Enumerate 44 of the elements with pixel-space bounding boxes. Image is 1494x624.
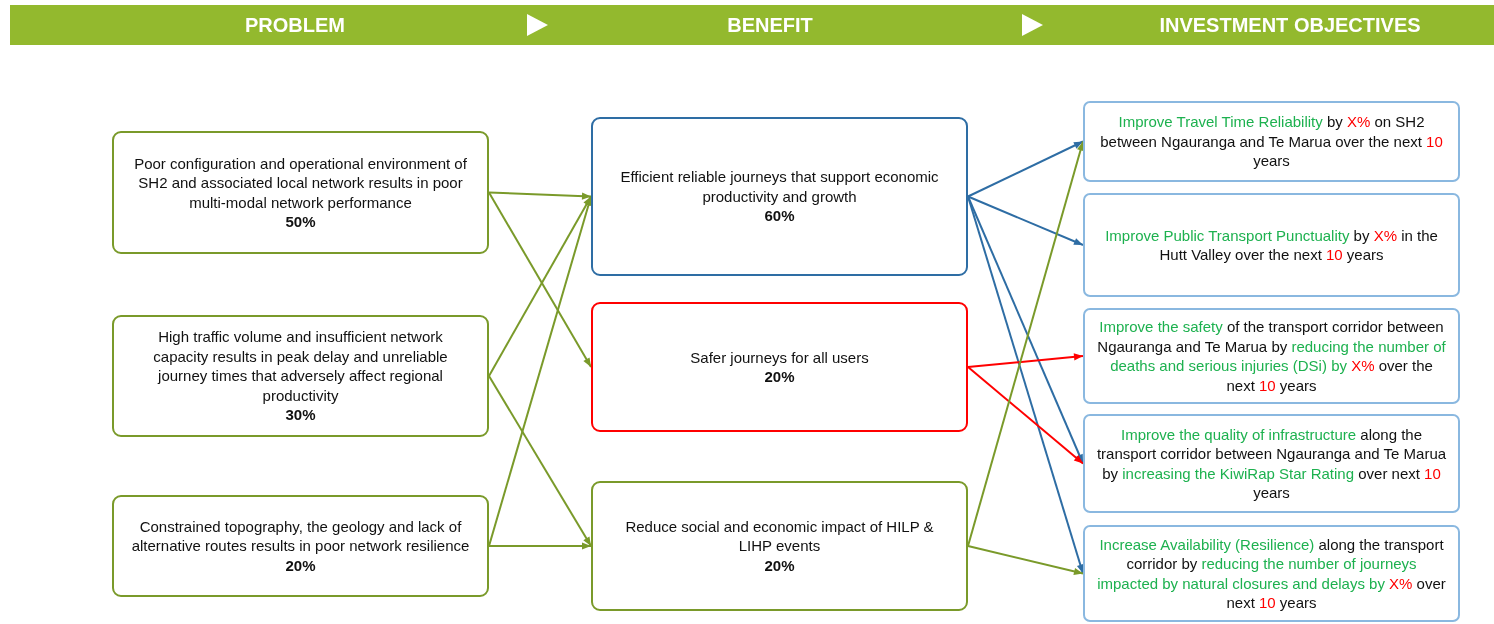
arrow xyxy=(967,366,1084,465)
arrow xyxy=(488,375,592,547)
objective-text: Improve Travel Time Reliability by X% on SH2 between Ngauranga and Te Marua over the next 10 years xyxy=(1099,112,1444,171)
percentage-text: 50% xyxy=(285,212,316,232)
problem-box xyxy=(112,131,489,254)
description-text: Safer journeys for all users xyxy=(690,347,869,367)
arrow xyxy=(967,545,1084,575)
description-text: High traffic volume and insufficient network capacity results in peak delay and unreliable journey times that adversely affect regional productivity xyxy=(152,327,449,406)
benefit-box xyxy=(591,481,968,611)
description-text: Reduce social and economic impact of HILP & LIHP events xyxy=(624,516,935,556)
percentage-text: 20% xyxy=(764,555,795,576)
percentage-text: 20% xyxy=(285,555,316,576)
percentage-text: 30% xyxy=(285,405,316,425)
problem-box xyxy=(112,495,489,597)
arrow xyxy=(967,353,1084,368)
column-heading: BENEFIT xyxy=(727,13,813,38)
percentage-text: 60% xyxy=(764,206,795,226)
objective-text: Improve the quality of infrastructure along the transport corridor between Ngauranga and Te Marua by increasing the KiwiRap Star Rating over next 10 years xyxy=(1095,424,1448,503)
objective-box xyxy=(1083,308,1460,404)
objective-box xyxy=(1083,193,1460,297)
arrow xyxy=(488,195,592,547)
column-heading: PROBLEM xyxy=(245,13,345,38)
arrow xyxy=(488,191,592,200)
percentage-text: 20% xyxy=(764,367,795,387)
benefit-box xyxy=(591,117,968,276)
arrow xyxy=(488,542,592,550)
objective-text: Improve the safety of the transport corridor between Ngauranga and Te Marua by reducing the number of deaths and serious injuries (DSi) by X% over the next 10 years xyxy=(1096,317,1447,395)
description-text: Efficient reliable journeys that support economic productivity and growth xyxy=(619,167,940,207)
objective-box xyxy=(1083,101,1460,182)
arrow xyxy=(967,195,1084,575)
objective-box xyxy=(1083,525,1460,622)
benefit-box xyxy=(591,302,968,432)
description-text: Constrained topography, the geology and lack of alternative routes results in poor network resilience xyxy=(130,516,471,556)
problem-box xyxy=(112,315,489,437)
header-band xyxy=(10,5,1494,45)
arrow xyxy=(967,140,1084,198)
objective-text: Increase Availability (Resilience) along the transport corridor by reducing the number of journeys impacted by natural closures and delays by X% over next 10 years xyxy=(1096,534,1447,613)
arrow xyxy=(967,195,1084,246)
column-heading: INVESTMENT OBJECTIVES xyxy=(1159,13,1421,38)
objective-box xyxy=(1083,414,1460,513)
objective-text: Improve Public Transport Punctuality by X% in the Hutt Valley over the next 10 years xyxy=(1104,225,1439,265)
arrow xyxy=(967,195,1084,465)
arrow xyxy=(967,140,1084,547)
description-text: Poor configuration and operational environment of SH2 and associated local network results in poor multi-modal network performance xyxy=(133,153,468,212)
